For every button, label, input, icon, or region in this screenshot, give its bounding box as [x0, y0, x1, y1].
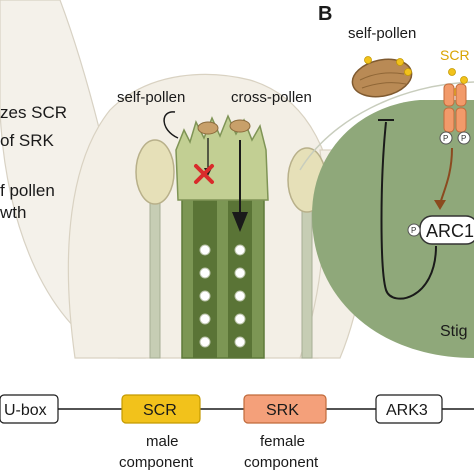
self-pollen-label: self-pollen [117, 89, 185, 106]
rejection-mark-icon [194, 164, 214, 184]
srk-receptor [443, 83, 467, 133]
left-caption-line-4: wth [0, 203, 26, 222]
gene-box-u-box [0, 394, 59, 424]
arc1-label: ARC1 [426, 221, 474, 241]
pollen-grain-texture [359, 72, 407, 89]
cross-pollen-grain [229, 119, 251, 133]
left-caption-line-1: zes SCR [0, 103, 67, 122]
scr-caption-line-2: component [119, 454, 194, 471]
panel-b-label: B [318, 3, 332, 25]
srk-caption-line-1: female [260, 433, 305, 450]
gene-label-srk: SRK [266, 402, 299, 419]
panel-b-pollen-label: self-pollen [348, 25, 416, 42]
self-pollen-pointer [163, 111, 179, 139]
cross-pollen-tube-arrowhead [232, 212, 248, 232]
gene-label-scr: SCR [143, 402, 177, 419]
filament-left [149, 199, 161, 359]
filament-right [301, 209, 313, 359]
left-caption-line-3: f pollen [0, 181, 55, 200]
srk-caption-line-2: component [244, 454, 319, 471]
scr-ligand-label: SCR [440, 47, 470, 63]
gene-label-ark3: ARK3 [386, 402, 428, 419]
activation-arrowhead [434, 200, 446, 210]
arc1-phospho-label: P [411, 226, 416, 235]
ovules [199, 244, 246, 348]
gene-box-srk [243, 394, 327, 424]
stigma-cell [312, 100, 474, 358]
arc1-phospho-mark [407, 223, 421, 237]
phospho-mark-label-2: P [461, 134, 466, 143]
flower-illustration [0, 0, 372, 359]
pollen-grain [351, 58, 413, 98]
stigma-label: Stig [440, 323, 468, 340]
panel-b: B self-pollen SCR P P ARC1 P [299, 3, 474, 358]
gene-box-scr [121, 394, 201, 424]
gene-label-u-box: U-box [4, 402, 47, 419]
inhibition-loop [380, 121, 437, 300]
phospho-mark-label-1: P [443, 134, 448, 143]
scr-caption-line-1: male [146, 433, 179, 450]
phospho-marks: P P [439, 131, 471, 145]
anther-left [135, 139, 175, 205]
gene-map: U-box SCR SRK ARK3 male component female… [0, 394, 474, 471]
left-caption-line-2: of SRK [0, 131, 55, 150]
self-pollen-grain [197, 121, 219, 135]
cross-pollen-label: cross-pollen [231, 89, 312, 106]
gene-box-ark3 [375, 394, 443, 424]
